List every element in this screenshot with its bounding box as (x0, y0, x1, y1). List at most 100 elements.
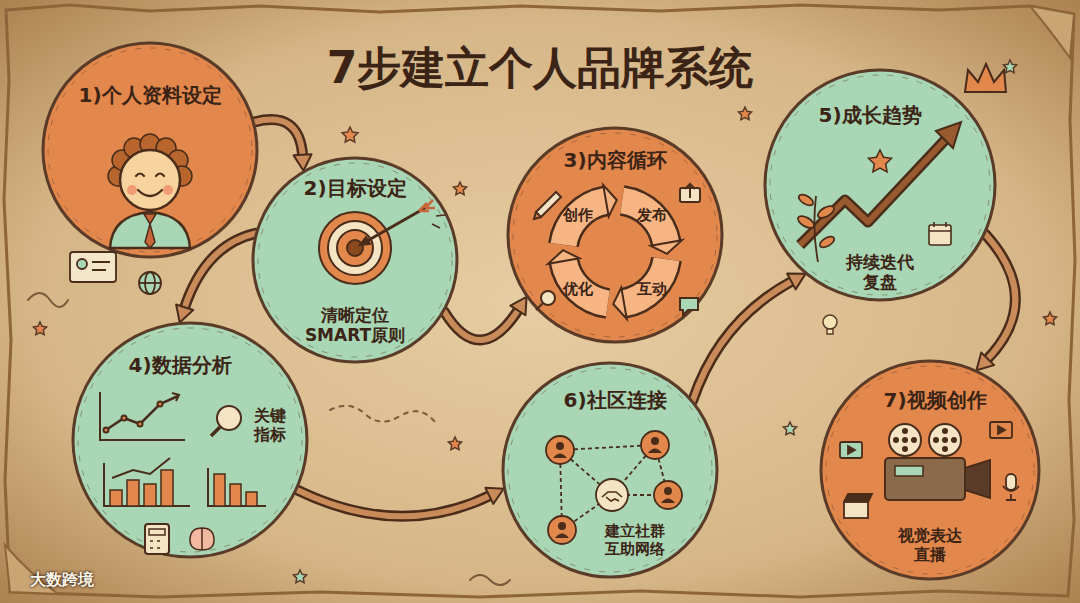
lightbulb (823, 315, 837, 334)
charts (246, 492, 257, 506)
arrow-outline (985, 234, 1015, 360)
arrow-body (297, 490, 491, 516)
parchment (342, 127, 358, 142)
parchment (33, 322, 46, 335)
arrow-body (444, 309, 519, 340)
flow-arrow (297, 488, 504, 516)
content-icons (534, 184, 700, 315)
camera (895, 466, 923, 476)
charts (104, 402, 163, 433)
step-heading: 1)个人资料设定 (78, 83, 221, 107)
charts (211, 427, 220, 436)
avatar (172, 166, 192, 186)
network (555, 534, 569, 539)
cycle-arrows (624, 259, 667, 303)
step-note: 建立社群 互助网络 (602, 522, 668, 558)
content-icons (534, 212, 541, 219)
parchment (470, 575, 510, 585)
network (556, 442, 564, 450)
diagram-title: 7步建立个人品牌系统 (327, 42, 754, 95)
flow-arrow (976, 234, 1015, 370)
charts (110, 470, 173, 506)
step-circle: 2)目标设定清晰定位 SMART原则 (250, 155, 460, 365)
step-circle: 3)内容循环创作发布互动优化 (505, 125, 725, 345)
id-card (92, 262, 110, 270)
charts (138, 422, 143, 427)
parchment (1003, 60, 1016, 73)
camera (951, 437, 957, 443)
charts (145, 524, 169, 554)
plant (797, 193, 815, 208)
cycle-arrows (564, 201, 607, 245)
charts (161, 470, 173, 506)
camera (933, 437, 939, 443)
arrow-head (510, 297, 526, 315)
network (558, 522, 566, 530)
content-icons (541, 291, 555, 305)
cycle-arrows (613, 288, 627, 320)
camera (942, 437, 948, 443)
media-icons (1006, 474, 1016, 490)
target (319, 212, 391, 284)
parchment (28, 293, 510, 585)
plant (816, 204, 836, 221)
parchment (293, 570, 306, 583)
growth-arrow (936, 122, 961, 148)
avatar (108, 166, 128, 186)
network (553, 437, 675, 538)
camera (942, 446, 948, 452)
step-circle: 6)社区连接建立社群 互助网络 (500, 360, 720, 580)
cycle-arrows (548, 185, 682, 319)
media-icons (990, 422, 1012, 438)
globe (139, 272, 161, 294)
network (553, 454, 567, 459)
parchment (4, 5, 1075, 597)
globe (139, 282, 161, 284)
charts (106, 396, 178, 430)
arrow-body (985, 234, 1015, 360)
circle-outline (770, 75, 990, 295)
camera (929, 424, 961, 456)
target (328, 221, 382, 275)
avatar (168, 150, 188, 170)
parchment (330, 406, 435, 422)
watermark: 大数跨境 (30, 570, 94, 589)
avatar (124, 138, 144, 158)
cycle-arrows (564, 261, 608, 304)
circle-outline (258, 163, 452, 357)
network (548, 516, 576, 544)
calendar (929, 225, 951, 245)
lightbulb (827, 329, 833, 334)
avatar (110, 212, 190, 248)
camera (885, 458, 965, 500)
step-circle: 1)个人资料设定 (40, 40, 260, 260)
media-icons (1003, 486, 1019, 500)
flow-arrow (254, 120, 311, 171)
arrow-body (254, 120, 302, 157)
plant (796, 214, 816, 231)
cycle-arrows (564, 201, 667, 304)
charts (214, 474, 225, 506)
cycle-arrows (548, 185, 682, 319)
growth-arrow (800, 122, 961, 245)
avatar (112, 150, 132, 170)
avatar (156, 138, 176, 158)
step-heading: 4)数据分析 (128, 353, 231, 377)
globe (139, 272, 161, 294)
circle-outline (48, 48, 252, 252)
arrow-outline (254, 120, 302, 157)
arrow-head (176, 304, 193, 322)
target (360, 237, 370, 245)
circle-outline (826, 366, 1034, 574)
circle-outline (765, 70, 995, 300)
camera (965, 460, 990, 498)
id-card (77, 259, 87, 269)
step-note: 互动 (637, 280, 667, 298)
arrow-head (976, 353, 994, 371)
step-note: 持续迭代 复盘 (842, 252, 918, 293)
media-icons (840, 422, 1019, 518)
charts (230, 484, 241, 506)
camera (893, 428, 957, 452)
charts (158, 402, 163, 407)
cycle-arrows (564, 201, 667, 304)
